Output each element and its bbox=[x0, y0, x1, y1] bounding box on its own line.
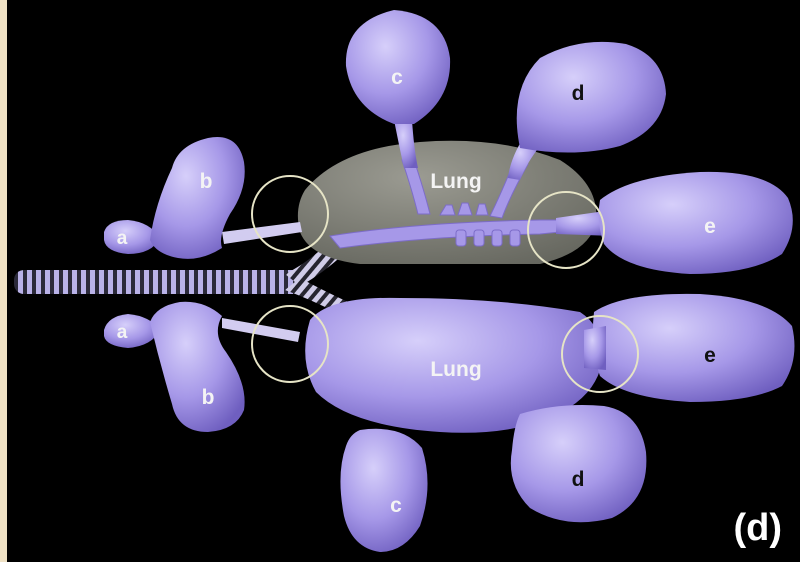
duct-lower-b bbox=[222, 318, 300, 342]
label-c-lower: c bbox=[390, 494, 402, 517]
panel-label: (d) bbox=[733, 507, 782, 550]
label-e-upper: e bbox=[704, 215, 716, 238]
label-a-upper: a bbox=[117, 228, 128, 249]
air-sac-e-lower bbox=[593, 294, 795, 402]
air-sac-c-lower bbox=[340, 429, 427, 552]
label-lung-upper: Lung bbox=[430, 170, 481, 193]
trachea bbox=[14, 270, 304, 294]
label-e-lower: e bbox=[704, 344, 716, 367]
label-lung-lower: Lung bbox=[430, 358, 481, 381]
label-d-lower: d bbox=[572, 468, 585, 491]
air-sac-e-upper bbox=[599, 172, 793, 274]
duct-lower-e bbox=[584, 326, 606, 370]
label-b-lower: b bbox=[202, 386, 215, 409]
air-sac-d-upper bbox=[517, 42, 666, 153]
label-b-upper: b bbox=[200, 170, 213, 193]
label-c-upper: c bbox=[391, 66, 403, 89]
air-sac-d-lower bbox=[511, 405, 647, 522]
label-d-upper: d bbox=[572, 82, 585, 105]
label-a-lower: a bbox=[117, 322, 128, 343]
